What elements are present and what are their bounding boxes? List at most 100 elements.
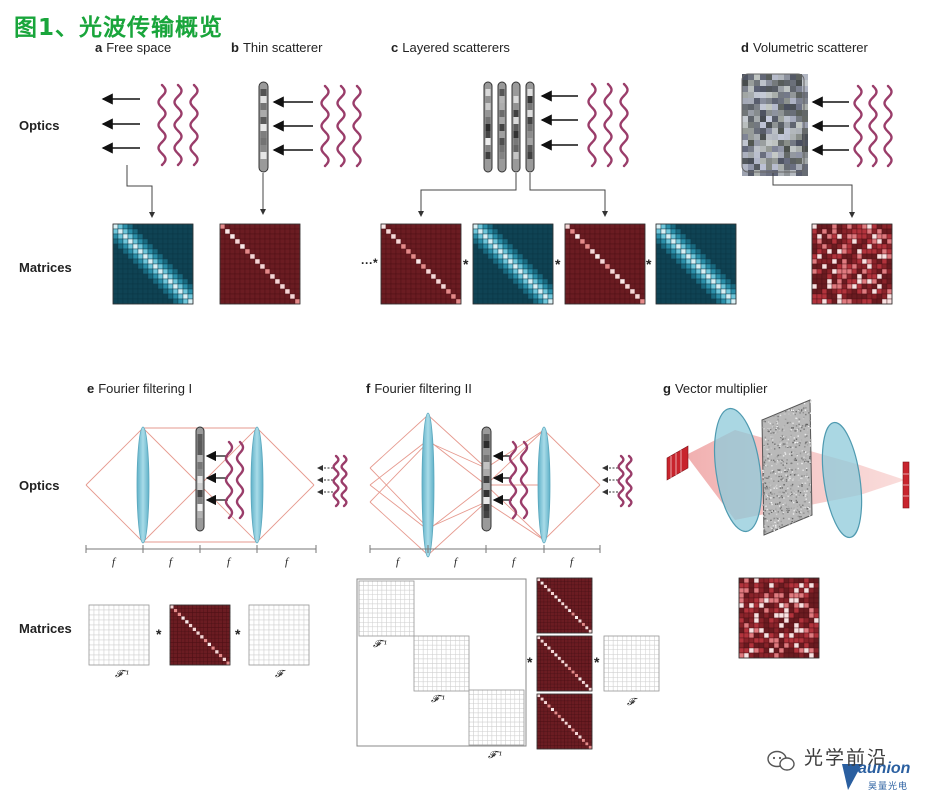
focal-label: f	[454, 556, 458, 568]
label-inverse-fourier: 𝓕⁻¹	[488, 750, 502, 761]
multiply-star: *	[235, 626, 241, 642]
scattering-medium-icon	[761, 399, 813, 536]
wave-icon	[320, 84, 362, 168]
focal-label: f	[396, 556, 400, 568]
output-vector-icon	[902, 461, 910, 509]
focal-label: f	[227, 556, 231, 568]
lens-icon	[421, 412, 435, 558]
lens-icon	[250, 426, 264, 544]
wave-icon	[224, 440, 245, 520]
matrix-layer-red-2	[564, 223, 646, 305]
matrix-layer-red-1	[380, 223, 462, 305]
panel-c-optics	[418, 81, 629, 217]
wave-icon	[617, 454, 633, 508]
matrix-vector-multiplier	[738, 577, 820, 659]
watermark-sub: 昊量光电	[868, 781, 909, 791]
watermark-text: 光学前沿	[804, 747, 889, 769]
arrows-left-small	[602, 465, 618, 495]
link-arrow	[126, 165, 155, 218]
matrix-thin-scatterer	[219, 223, 301, 305]
scatterer-layer-2	[497, 81, 507, 173]
brand-logo-icon	[842, 764, 862, 790]
arrows-left	[540, 90, 578, 151]
multiply-star: *	[463, 256, 469, 272]
watermark-brand: aunion	[858, 760, 911, 777]
scatterer-layer-1	[483, 81, 493, 173]
wave-icon	[508, 440, 529, 520]
focal-label: f	[512, 556, 516, 568]
wave-icon	[587, 82, 629, 168]
row-label-optics-top: Optics	[19, 118, 60, 133]
panel-a-optics	[101, 83, 199, 218]
row-label-matrices-top: Matrices	[19, 260, 72, 275]
matrix-filter-f-1	[536, 577, 593, 634]
lens-icon	[821, 421, 863, 539]
link-arrow	[529, 173, 608, 217]
panel-b-optics	[258, 81, 362, 215]
row-label-matrices-bottom: Matrices	[19, 621, 72, 636]
panel-e-optics	[85, 426, 348, 553]
panel-d-optics	[741, 73, 893, 218]
focal-label: f	[169, 556, 173, 568]
lens-icon	[537, 426, 551, 544]
arrows-left	[101, 93, 140, 154]
matrix-fourier-f	[603, 635, 660, 692]
matrix-filter-f-3	[536, 693, 593, 750]
panel-g-optics	[666, 399, 910, 539]
thin-scatterer-icon	[258, 81, 269, 173]
block-diagonal-frame	[356, 578, 527, 747]
arrows-left	[272, 96, 313, 156]
matrix-fourier-e	[248, 604, 310, 666]
link-arrow	[418, 173, 517, 217]
focal-ruler	[369, 545, 601, 553]
wechat-icon	[767, 750, 795, 771]
lens-icon	[136, 426, 150, 544]
matrix-inverse-fourier-block-1	[358, 580, 415, 637]
matrix-layer-teal-1	[472, 223, 554, 305]
matrix-volumetric	[811, 223, 893, 305]
matrix-inverse-fourier-block-3	[468, 689, 525, 746]
multiply-star: *	[555, 256, 561, 272]
focal-label: f	[285, 556, 289, 568]
scatterer-layer-3	[511, 81, 521, 173]
matrix-filter-f-2	[536, 635, 593, 692]
multiply-star: *	[527, 654, 533, 670]
arrows-left	[205, 450, 228, 506]
matrix-inverse-fourier-block-2	[413, 635, 470, 692]
multiply-star: *	[646, 256, 652, 272]
focal-label: f	[570, 556, 574, 568]
wave-icon	[157, 83, 199, 167]
label-inverse-fourier: 𝓕⁻¹	[373, 639, 387, 650]
wave-icon	[853, 84, 893, 168]
fourier-mask-icon	[195, 426, 205, 532]
label-inverse-fourier: 𝓕⁻¹	[431, 694, 445, 705]
matrix-layer-teal-2	[655, 223, 737, 305]
multiply-star: *	[594, 654, 600, 670]
scatterer-layer-4	[525, 81, 535, 173]
arrows-left	[492, 450, 512, 506]
matrix-inverse-fourier	[88, 604, 150, 666]
focal-label: f	[112, 556, 116, 568]
row-label-optics-bottom: Optics	[19, 478, 60, 493]
panel-f-optics	[369, 412, 633, 558]
wave-icon	[332, 454, 348, 508]
label-fourier: 𝓕	[275, 669, 283, 680]
link-arrow	[772, 173, 855, 218]
fourier-mask-icon	[481, 426, 492, 532]
label-inverse-fourier: 𝓕⁻¹	[115, 669, 129, 680]
volumetric-scatterer-icon	[741, 73, 808, 176]
arrows-left-small	[317, 465, 333, 495]
focal-ruler	[85, 545, 317, 553]
input-vector-icon	[666, 445, 689, 481]
ellipsis-star: ···*	[361, 256, 378, 270]
arrows-left	[811, 96, 849, 156]
matrix-filter-e	[169, 604, 231, 666]
